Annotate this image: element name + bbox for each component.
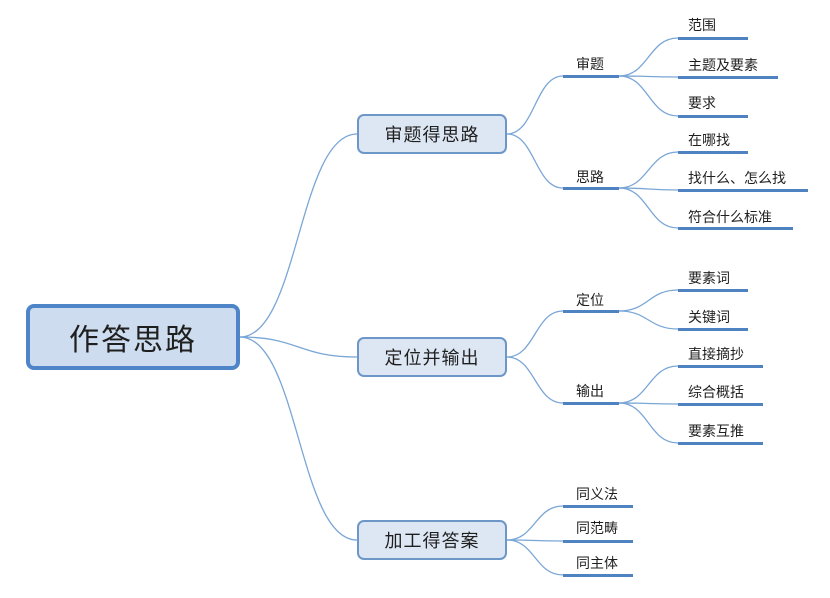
link-silu-zainazhao	[618, 151, 679, 189]
link-b2-shuchu	[506, 356, 564, 404]
link-silu-fuhe	[618, 187, 679, 229]
node-tongzhuti[interactable]: 同主体	[576, 556, 618, 572]
link-b1-silu	[506, 133, 564, 189]
underline-fuhe	[678, 227, 793, 230]
node-zhijie[interactable]: 直接摘抄	[688, 347, 744, 363]
node-yaoqiu[interactable]: 要求	[688, 96, 716, 112]
node-dingwei[interactable]: 定位	[576, 293, 604, 309]
link-shuchu-zhijie	[618, 365, 679, 404]
node-guanjianci[interactable]: 关键词	[688, 310, 730, 326]
underline-tongzhuti	[563, 574, 633, 577]
node-tongfanchou[interactable]: 同范畴	[576, 521, 618, 537]
node-yaosuci[interactable]: 要素词	[688, 271, 730, 287]
link-b3-tongyifa	[506, 505, 564, 541]
node-shenti[interactable]: 审题	[576, 57, 604, 73]
root-node[interactable]: 作答思路	[26, 304, 240, 370]
underline-fanwei	[678, 37, 748, 40]
node-tongyifa[interactable]: 同义法	[576, 487, 618, 503]
node-fanwei[interactable]: 范围	[688, 18, 716, 34]
underline-tongyifa	[563, 505, 633, 508]
underline-zainazhao	[678, 151, 748, 154]
underline-yaosuci	[678, 289, 748, 292]
node-zhuti[interactable]: 主题及要素	[688, 58, 758, 74]
link-b2-dingwei	[506, 310, 564, 358]
node-silu[interactable]: 思路	[576, 170, 604, 186]
node-zonghe[interactable]: 综合概括	[688, 385, 744, 401]
link-root-branch-2	[239, 336, 358, 358]
underline-zhijie	[678, 365, 763, 368]
branch-label-3: 加工得答案	[384, 531, 480, 552]
underline-yaoqiu	[678, 115, 748, 118]
underline-silu	[563, 187, 619, 190]
node-yaosuhutui[interactable]: 要素互推	[688, 424, 744, 440]
underline-shenti	[563, 75, 619, 78]
link-shenti-zhuti	[618, 75, 679, 78]
branch-label-2: 定位并输出	[384, 348, 480, 369]
node-fuhe[interactable]: 符合什么标准	[688, 210, 772, 226]
link-root-branch-3	[239, 336, 358, 541]
branch-node-1[interactable]: 审题得思路	[357, 114, 507, 154]
link-silu-zhaoshenme	[618, 187, 679, 191]
underline-zhaoshenme	[678, 189, 808, 192]
link-shuchu-yaosuhutui	[618, 402, 679, 444]
underline-zhuti	[678, 76, 778, 79]
underline-shuchu	[563, 402, 619, 405]
underline-guanjianci	[678, 328, 748, 331]
link-shuchu-zonghe	[618, 402, 679, 405]
branch-label-1: 审题得思路	[384, 125, 480, 146]
node-zainazhao[interactable]: 在哪找	[688, 133, 730, 149]
link-b1-shenti	[506, 75, 564, 135]
branch-node-3[interactable]: 加工得答案	[357, 520, 507, 560]
link-dingwei-yaosuci	[618, 289, 679, 312]
root-label: 作答思路	[69, 323, 197, 358]
underline-zonghe	[678, 403, 763, 406]
underline-dingwei	[563, 310, 619, 313]
underline-tongfanchou	[563, 540, 633, 543]
underline-yaosuhutui	[678, 442, 763, 445]
link-root-branch-1	[239, 133, 358, 338]
link-dingwei-guanjianci	[618, 310, 679, 330]
link-shenti-yaoqiu	[618, 75, 679, 117]
node-shuchu[interactable]: 输出	[576, 384, 604, 400]
branch-node-2[interactable]: 定位并输出	[357, 337, 507, 377]
link-shenti-fanwei	[618, 37, 679, 77]
link-b3-tongzhuti	[506, 539, 564, 576]
node-zhaoshenme[interactable]: 找什么、怎么找	[688, 171, 786, 187]
